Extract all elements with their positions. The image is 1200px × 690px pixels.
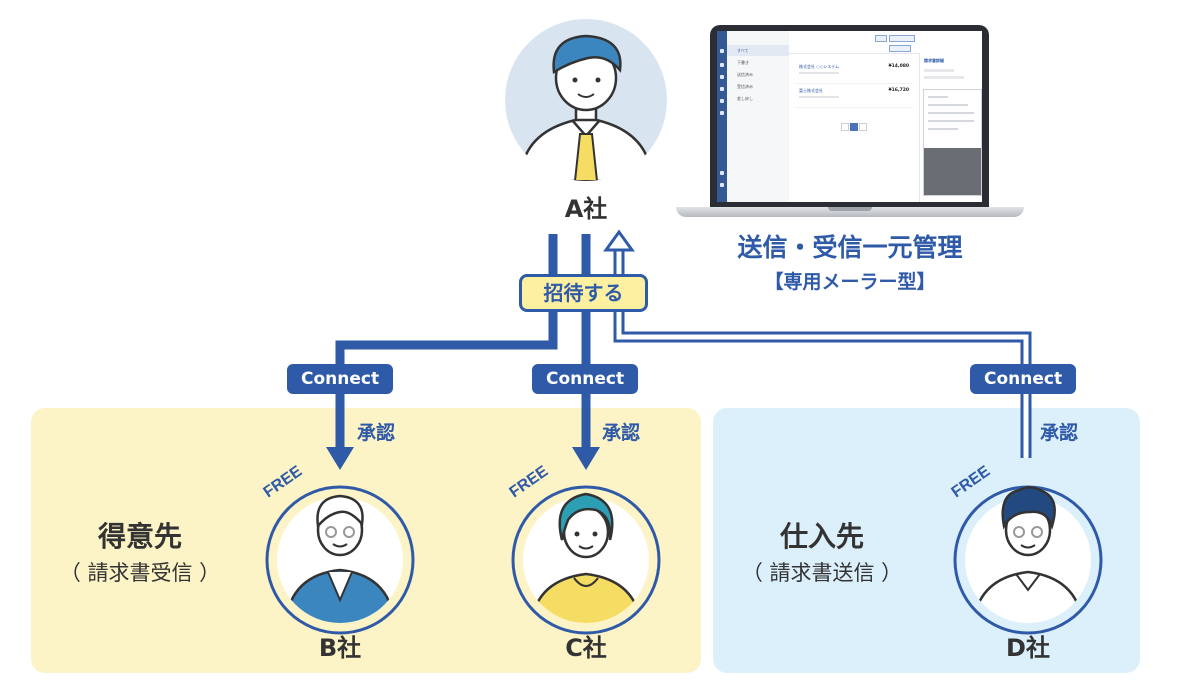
app-row-amount: ¥16,720 [888, 88, 910, 93]
connect-badge-c: Connect [532, 364, 639, 394]
feature-subtitle: 【専用メーラー型】 [764, 271, 936, 293]
app-detail-title: 請求書詳細 [924, 58, 944, 63]
app-nav-item: 差し戻し [737, 96, 753, 101]
feature-title: 送信・受信一元管理 [737, 233, 963, 262]
app-invoice-list: 株式会社 ○○システム ¥14,080 富士株式会社 ¥16,720 [789, 53, 917, 202]
app-nav-item: 下書き [737, 60, 749, 65]
app-invoice-row: 富士株式会社 ¥16,720 [795, 85, 913, 108]
app-row-name: 富士株式会社 [799, 88, 823, 93]
app-sidebar [717, 31, 727, 202]
laptop-base [676, 207, 1024, 217]
company-b-label: B社 [318, 634, 362, 662]
company-b-avatar [265, 485, 415, 635]
company-d-label: D社 [1006, 634, 1050, 662]
connect-badge-d: Connect [970, 364, 1077, 394]
customer-group-label: 得意先 （ 請求書受信 ） [20, 518, 260, 588]
app-invoice-detail: 請求書詳細 [919, 53, 982, 202]
free-label-b: FREE [261, 463, 306, 502]
arrow-down-icon [572, 447, 600, 470]
approve-label-d: 承認 [1040, 422, 1079, 444]
arrow-down-icon [326, 447, 354, 470]
app-invoice-preview [923, 89, 982, 196]
app-nav-item: 送信済み [737, 72, 753, 77]
company-d-avatar [953, 485, 1103, 635]
supplier-group-title: 仕入先 [779, 520, 864, 553]
company-c-avatar [511, 485, 661, 635]
app-nav: すべて 下書き 送信済み 受信済み 差し戻し [727, 31, 789, 202]
laptop-notch [828, 207, 872, 211]
customer-group-subtitle: （ 請求書受信 ） [59, 561, 221, 585]
invite-button[interactable]: 招待する [519, 274, 648, 312]
app-nav-item: 受信済み [737, 84, 753, 89]
app-row-amount: ¥14,080 [888, 64, 910, 69]
customer-group-title: 得意先 [97, 520, 182, 553]
app-topbar [789, 31, 982, 54]
company-a-avatar [505, 19, 667, 181]
company-c-label: C社 [565, 634, 607, 662]
arrow-up-outline-icon [603, 229, 635, 252]
approve-label-b: 承認 [357, 422, 396, 444]
app-invoice-row: 株式会社 ○○システム ¥14,080 [795, 61, 913, 84]
app-row-name: 株式会社 ○○システム [799, 64, 840, 69]
free-label-c: FREE [507, 463, 552, 502]
laptop-icon: すべて 下書き 送信済み 受信済み 差し戻し 株式会社 ○○システム ¥14,0… [676, 25, 1024, 220]
laptop-screen-frame: すべて 下書き 送信済み 受信済み 差し戻し 株式会社 ○○システム ¥14,0… [710, 25, 989, 208]
laptop-screen: すべて 下書き 送信済み 受信済み 差し戻し 株式会社 ○○システム ¥14,0… [717, 31, 982, 202]
supplier-group-label: 仕入先 （ 請求書送信 ） [702, 518, 942, 588]
approve-label-c: 承認 [602, 422, 641, 444]
connect-badge-b: Connect [287, 364, 394, 394]
free-label-d: FREE [949, 463, 994, 502]
supplier-group-subtitle: （ 請求書送信 ） [741, 561, 903, 585]
app-nav-item: すべて [727, 45, 789, 56]
company-a-label: A社 [564, 195, 608, 223]
